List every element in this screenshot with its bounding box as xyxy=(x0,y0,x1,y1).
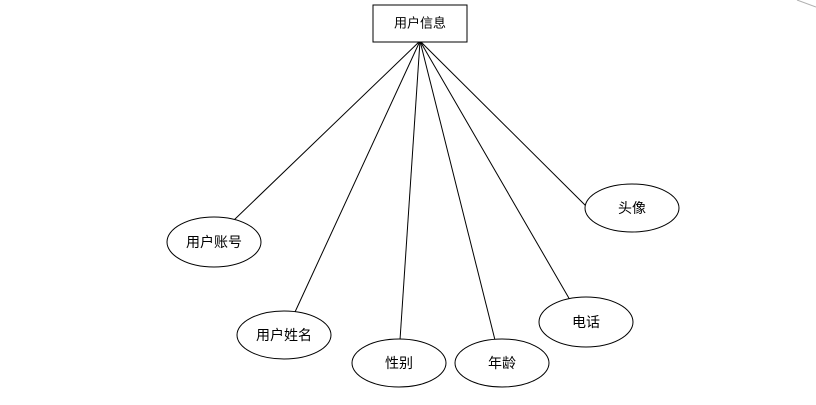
attribute-ellipse xyxy=(584,183,680,233)
connector-line-phone xyxy=(419,40,571,301)
attribute-label-phone: 电话 xyxy=(572,315,600,331)
attribute-label-avatar: 头像 xyxy=(618,201,646,217)
attribute-label-age: 年龄 xyxy=(488,356,516,372)
attribute-label-gender: 性别 xyxy=(385,356,413,372)
connector-line-age xyxy=(419,40,496,341)
connector-lines xyxy=(233,40,591,341)
attribute-age[interactable]: 年龄 xyxy=(454,338,550,388)
attribute-label-name: 用户姓名 xyxy=(256,327,312,344)
connector-line-avatar xyxy=(419,40,591,211)
attribute-name[interactable]: 用户姓名 xyxy=(236,310,332,360)
attribute-ellipse xyxy=(454,338,550,388)
entity-user-info[interactable]: 用户信息 xyxy=(372,4,468,43)
edge-artifact-line xyxy=(796,0,816,8)
attribute-phone[interactable]: 电话 xyxy=(538,296,634,348)
attribute-ellipse xyxy=(538,296,634,348)
entity-label: 用户信息 xyxy=(394,16,446,32)
connector-line-account xyxy=(233,40,421,221)
connector-line-name xyxy=(294,40,421,313)
attribute-gender[interactable]: 性别 xyxy=(351,338,447,388)
entity-box xyxy=(372,4,468,43)
attribute-avatar[interactable]: 头像 xyxy=(584,183,680,233)
attribute-ellipse xyxy=(166,216,262,268)
attribute-ellipse xyxy=(236,310,332,360)
attribute-label-account: 用户账号 xyxy=(186,234,242,251)
connector-line-gender xyxy=(399,40,421,341)
attribute-ellipse xyxy=(351,338,447,388)
attribute-account[interactable]: 用户账号 xyxy=(166,216,262,268)
